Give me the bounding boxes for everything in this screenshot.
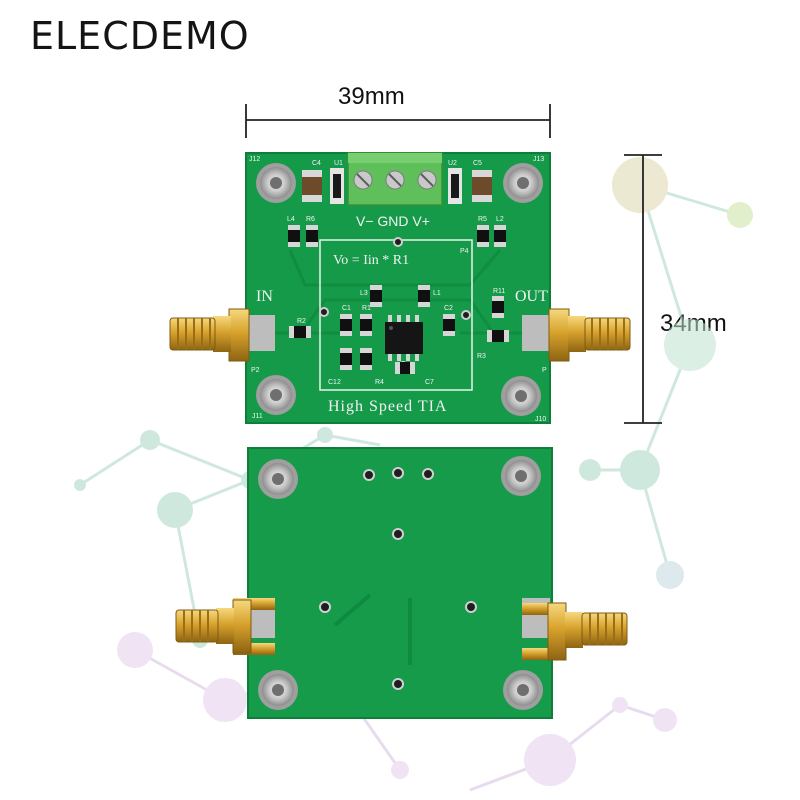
width-dimension-line <box>245 104 551 138</box>
ref-R3: R3 <box>477 353 486 360</box>
ref-J12: J12 <box>249 156 260 163</box>
power-terminal-block-icon <box>347 152 443 206</box>
ref-R2: R2 <box>297 318 306 325</box>
ref-P4: P4 <box>460 248 469 255</box>
pcb-front <box>245 152 551 424</box>
diode-icon <box>330 168 462 204</box>
capacitor-icon <box>302 170 492 202</box>
formula-label: Vo = Iin * R1 <box>333 253 409 268</box>
ref-C2: C2 <box>444 305 453 312</box>
sma-connector-back-left-icon <box>175 598 275 655</box>
ref-C4: C4 <box>312 160 321 167</box>
ref-J10: J10 <box>535 416 546 423</box>
ref-C5: C5 <box>473 160 482 167</box>
background-network <box>74 157 753 792</box>
input-label: IN <box>256 288 273 305</box>
ref-C7: C7 <box>425 379 434 386</box>
smd-component-icon <box>288 225 509 374</box>
power-label: V− GND V+ <box>356 213 430 229</box>
mounting-hole-icon <box>256 163 543 416</box>
ref-R6: R6 <box>306 216 315 223</box>
op-amp-chip-icon <box>385 315 423 361</box>
height-dimension-line <box>624 154 662 424</box>
brand-logo: ELECDEMO <box>30 14 250 58</box>
ref-R1: R1 <box>362 305 371 312</box>
ref-R11: R11 <box>493 288 505 295</box>
ref-U2: U2 <box>448 160 457 167</box>
sma-connector-out-icon <box>548 308 631 362</box>
ref-C12: C12 <box>328 379 341 386</box>
ref-J11: J11 <box>252 413 263 420</box>
via-back-icon <box>319 467 477 690</box>
output-label: OUT <box>515 288 548 305</box>
ref-R5: R5 <box>478 216 487 223</box>
ref-L3: L3 <box>360 290 368 297</box>
sma-connector-in-icon <box>169 308 250 362</box>
ref-C1: C1 <box>342 305 351 312</box>
ref-U1: U1 <box>334 160 343 167</box>
ref-L1: L1 <box>433 290 441 297</box>
width-dimension-label: 39mm <box>338 83 405 110</box>
pcb-back <box>247 447 553 719</box>
ref-R4: R4 <box>375 379 384 386</box>
ref-L4: L4 <box>287 216 295 223</box>
title-label: High Speed TIA <box>328 398 447 415</box>
mounting-hole-back-icon <box>258 456 543 710</box>
ref-L2: L2 <box>496 216 504 223</box>
ref-P2: P2 <box>251 367 260 374</box>
ref-J13: J13 <box>533 156 544 163</box>
silkscreen-labels-front: V− GND V+ Vo = Iin * R1 High Speed TIA I… <box>249 156 548 423</box>
sma-connector-back-right-icon <box>522 602 628 661</box>
ref-P: P <box>542 367 547 374</box>
